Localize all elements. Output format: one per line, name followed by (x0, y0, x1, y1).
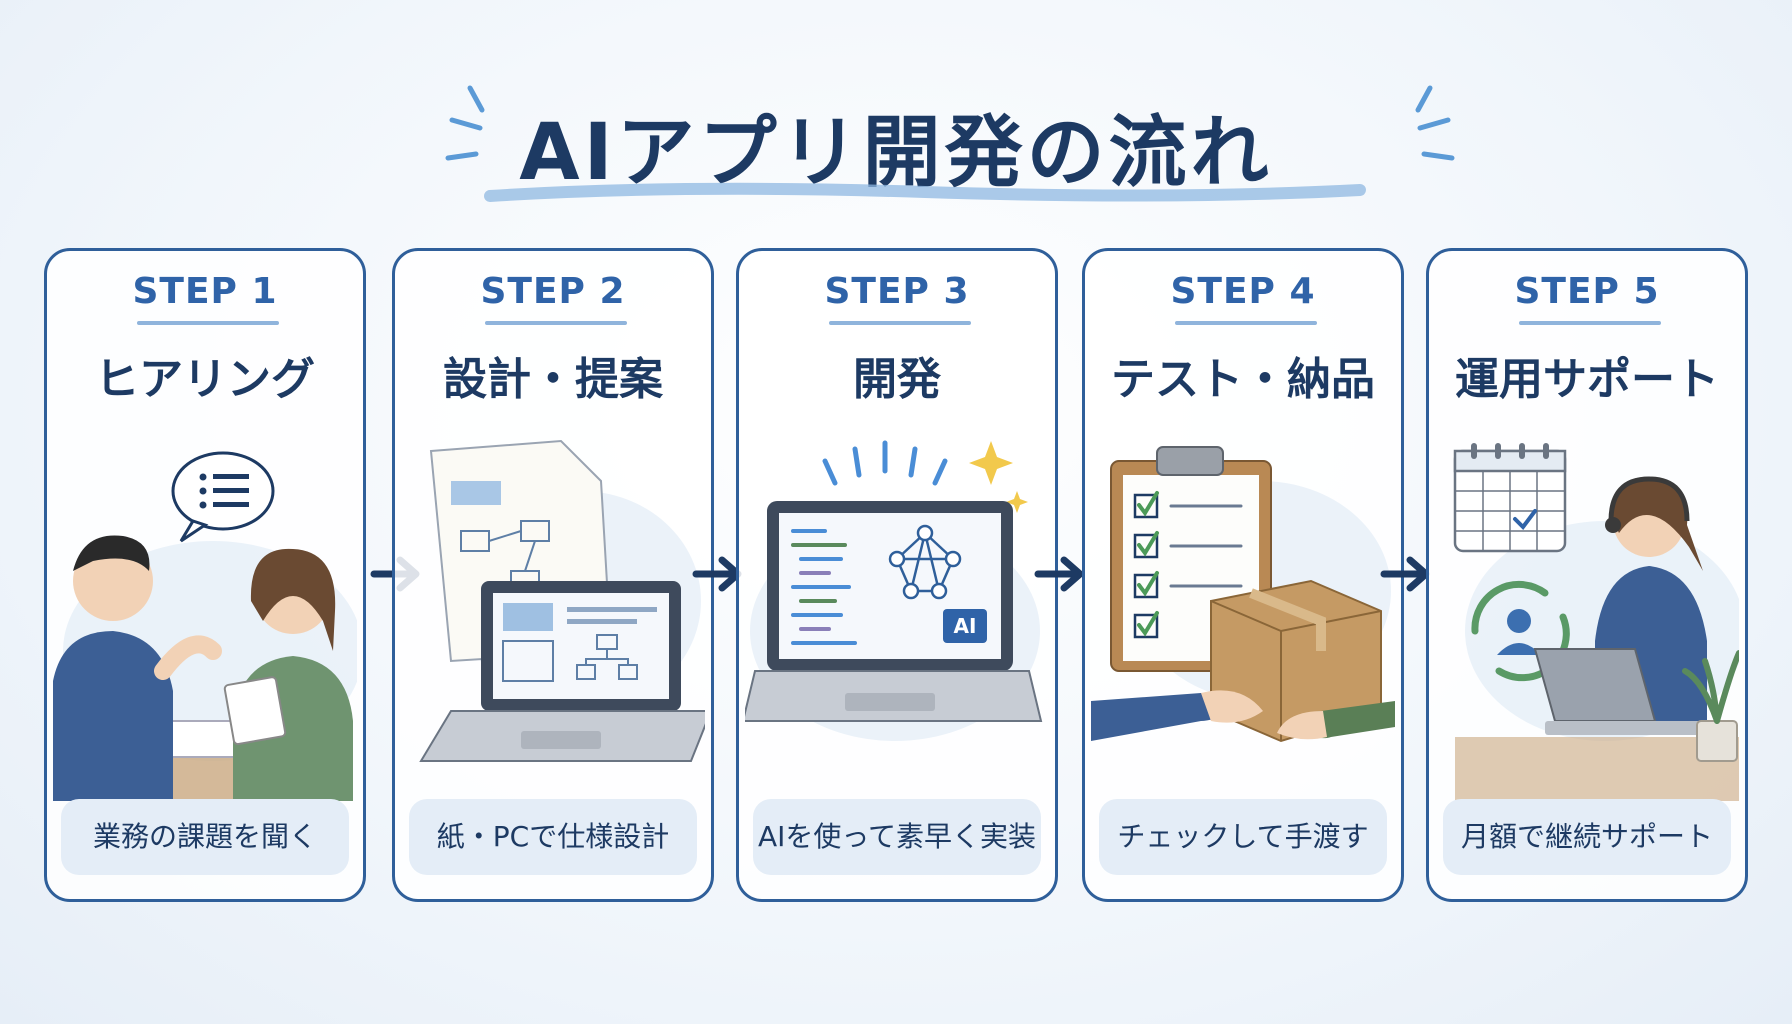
arrow-right-icon (1034, 556, 1084, 592)
step-label-underline (1519, 321, 1661, 325)
step-heading: ヒアリング (95, 354, 315, 405)
ai-laptop-icon (745, 440, 1043, 741)
step-label-underline (485, 321, 627, 325)
step-card-2: STEP 2 設計・提案 紙・PCで仕様設計 (392, 248, 714, 902)
title-accent-right-icon (1415, 85, 1455, 161)
calendar-support-icon (1453, 443, 1739, 801)
step-label: STEP 5 (1514, 271, 1660, 312)
step-card-4: STEP 4 テスト・納品 チェックして手渡す (1082, 248, 1404, 902)
step-caption: チェックして手渡す (1099, 799, 1387, 875)
step-caption: 月額で継続サポート (1443, 799, 1731, 875)
step-caption: AIを使って素早く実装 (753, 799, 1041, 875)
step-heading: 設計・提案 (443, 354, 663, 405)
hearing-meeting-icon (53, 451, 357, 801)
step-caption: 業務の課題を聞く (61, 799, 349, 875)
step-heading: 開発 (853, 354, 941, 405)
title-accent-left-icon (445, 85, 485, 161)
step-label: STEP 4 (1170, 271, 1316, 312)
checklist-package-icon (1091, 446, 1395, 743)
ai-badge-label: AI (953, 614, 977, 638)
step-caption: 紙・PCで仕様設計 (409, 799, 697, 875)
design-document-laptop-icon (419, 439, 705, 762)
page-title: AIアプリ開発の流れ (519, 108, 1273, 198)
step-label-underline (829, 321, 971, 325)
step-label-underline (1175, 321, 1317, 325)
title-area: AIアプリ開発の流れ (0, 60, 1792, 210)
step-card-3: STEP 3 開発 AI AIを使って素早く実装 (736, 248, 1058, 902)
step-label: STEP 2 (480, 271, 626, 312)
step-label: STEP 3 (824, 271, 970, 312)
step-heading: 運用サポート (1455, 354, 1719, 405)
step-label: STEP 1 (132, 271, 278, 312)
step-label-underline (137, 321, 279, 325)
step-heading: テスト・納品 (1111, 354, 1375, 405)
step-card-5: STEP 5 運用サポート 月額で継続サポート (1426, 248, 1748, 902)
step-card-1: STEP 1 ヒアリング 業務の課題を聞く (44, 248, 366, 902)
title-underline (484, 182, 1366, 202)
